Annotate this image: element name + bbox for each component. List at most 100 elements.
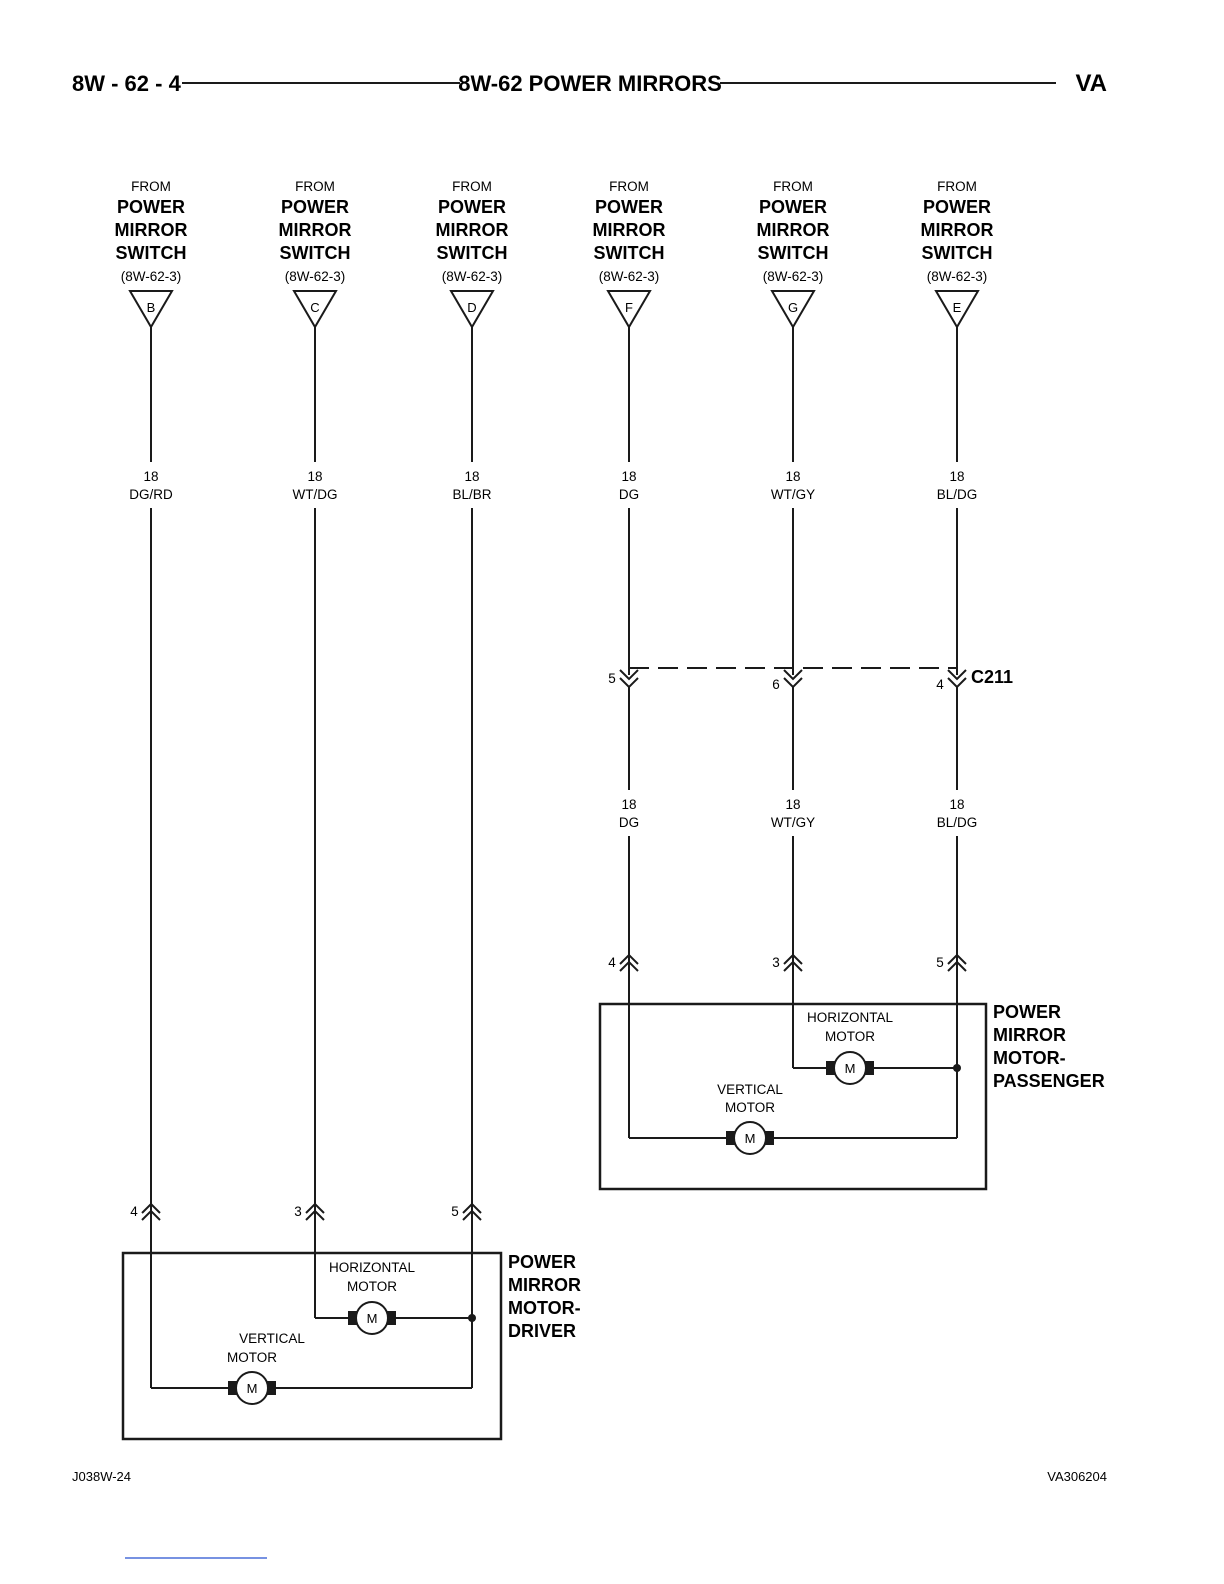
source-label-b: FROM POWER MIRROR SWITCH (8W-62-3) xyxy=(115,179,188,284)
wire-color: BL/DG xyxy=(937,487,978,502)
wire-color: DG/RD xyxy=(129,487,173,502)
vertical-motor-label: MOTOR xyxy=(227,1350,277,1365)
pin-triangle-shape xyxy=(128,290,174,329)
pin-triangle-g: G xyxy=(770,290,816,329)
cavity-number: 6 xyxy=(772,677,780,692)
horizontal-motor-label: HORIZONTAL xyxy=(807,1010,893,1025)
wire-color: DG xyxy=(619,487,639,502)
source-name-line-1: POWER xyxy=(923,197,991,217)
pin-letter: C xyxy=(310,300,319,315)
cavity-number: 4 xyxy=(936,677,944,692)
component-name: MOTOR- xyxy=(993,1048,1066,1068)
component-name: DRIVER xyxy=(508,1321,576,1341)
from-label: FROM xyxy=(937,179,977,194)
cavity-number: 4 xyxy=(130,1204,138,1219)
pin-triangle-c: C xyxy=(292,290,338,329)
wire-bl-br: 18 BL/BR xyxy=(452,327,492,1388)
motor-body xyxy=(355,1301,389,1335)
cavity-symbol xyxy=(947,953,967,972)
horizontal-motor-label: MOTOR xyxy=(825,1029,875,1044)
wire-wt-gy: 18 WT/GY xyxy=(771,327,815,675)
component-box xyxy=(121,1251,503,1441)
splice-dot xyxy=(953,1064,961,1072)
connector-c211: 5 6 4 C211 xyxy=(608,667,1013,692)
component-name: PASSENGER xyxy=(993,1071,1105,1091)
pin-letter: E xyxy=(953,300,962,315)
page-ref: 8W - 62 - 4 xyxy=(72,71,182,96)
source-name-line-3: SWITCH xyxy=(922,243,993,263)
source-ref: (8W-62-3) xyxy=(927,269,988,284)
wire-color: WT/DG xyxy=(293,487,338,502)
source-label-d: FROM POWER MIRROR SWITCH (8W-62-3) xyxy=(436,179,509,284)
wire-bl-dg: 18 BL/DG xyxy=(937,327,978,675)
cavity-number: 3 xyxy=(772,955,780,970)
driver-mirror-connector: 4 3 5 xyxy=(130,1202,482,1221)
source-name-line-2: MIRROR xyxy=(757,220,830,240)
cavity-number: 5 xyxy=(936,955,944,970)
vertical-motor-label: VERTICAL xyxy=(239,1331,305,1346)
motor-letter: M xyxy=(247,1381,258,1396)
source-name-line-1: POWER xyxy=(759,197,827,217)
wire-dg-lower: 18 DG xyxy=(619,687,639,1138)
cavity-symbol xyxy=(783,953,803,972)
pin-triangle-d: D xyxy=(449,290,495,329)
source-ref: (8W-62-3) xyxy=(121,269,182,284)
source-name-line-2: MIRROR xyxy=(921,220,994,240)
wire-color: DG xyxy=(619,815,639,830)
splice-dot xyxy=(468,1314,476,1322)
source-ref: (8W-62-3) xyxy=(442,269,503,284)
motor-letter: M xyxy=(367,1311,378,1326)
wire-color: WT/GY xyxy=(771,487,815,502)
cavity-number: 5 xyxy=(451,1204,459,1219)
wire-gauge: 18 xyxy=(621,797,636,812)
driver-mirror-motor: M M HORIZONTAL MOTOR VERTICAL MOTOR POWE… xyxy=(121,1251,581,1441)
page-title: 8W-62 POWER MIRRORS xyxy=(458,71,722,96)
pin-letter: B xyxy=(147,300,156,315)
wire-gauge: 18 xyxy=(949,797,964,812)
pin-letter: G xyxy=(788,300,798,315)
from-label: FROM xyxy=(295,179,335,194)
horizontal-motor-symbol: M xyxy=(826,1051,874,1085)
passenger-mirror-connector: 4 3 5 xyxy=(608,953,967,972)
wire-color: BL/DG xyxy=(937,815,978,830)
component-name: MIRROR xyxy=(508,1275,581,1295)
source-label-f: FROM POWER MIRROR SWITCH (8W-62-3) xyxy=(593,179,666,284)
source-name-line-3: SWITCH xyxy=(437,243,508,263)
cavity-number: 3 xyxy=(294,1204,302,1219)
pin-triangle-shape xyxy=(292,290,338,329)
vertical-motor-symbol: M xyxy=(726,1121,774,1155)
wire-gauge: 18 xyxy=(785,469,800,484)
component-box xyxy=(598,1002,988,1191)
model-code: VA xyxy=(1075,70,1107,97)
wire-gauge: 18 xyxy=(949,469,964,484)
cavity-symbol xyxy=(141,1202,161,1221)
pin-triangle-b: B xyxy=(128,290,174,329)
pin-triangle-f: F xyxy=(606,290,652,329)
motor-body xyxy=(833,1051,867,1085)
page-header: 8W - 62 - 4 8W-62 POWER MIRRORS VA xyxy=(72,70,1107,97)
wire-bl-dg-lower: 18 BL/DG xyxy=(937,687,978,1138)
pin-triangle-shape xyxy=(770,290,816,329)
horizontal-motor-label: HORIZONTAL xyxy=(329,1260,415,1275)
source-label-e: FROM POWER MIRROR SWITCH (8W-62-3) xyxy=(921,179,994,284)
source-name-line-2: MIRROR xyxy=(115,220,188,240)
horizontal-motor-symbol: M xyxy=(348,1301,396,1335)
component-name: MIRROR xyxy=(993,1025,1066,1045)
from-label: FROM xyxy=(131,179,171,194)
vertical-motor-symbol: M xyxy=(228,1371,276,1405)
from-label: FROM xyxy=(773,179,813,194)
source-name-line-3: SWITCH xyxy=(758,243,829,263)
connector-name: C211 xyxy=(971,667,1013,687)
footer-left-code: J038W-24 xyxy=(72,1469,131,1484)
motor-letter: M xyxy=(745,1131,756,1146)
source-name-line-1: POWER xyxy=(281,197,349,217)
component-name: POWER xyxy=(508,1252,576,1272)
wire-wt-dg: 18 WT/DG xyxy=(293,327,338,1318)
vertical-motor-label: MOTOR xyxy=(725,1100,775,1115)
source-name-line-1: POWER xyxy=(117,197,185,217)
wire-color: WT/GY xyxy=(771,815,815,830)
source-ref: (8W-62-3) xyxy=(763,269,824,284)
component-name: POWER xyxy=(993,1002,1061,1022)
wire-gauge: 18 xyxy=(307,469,322,484)
